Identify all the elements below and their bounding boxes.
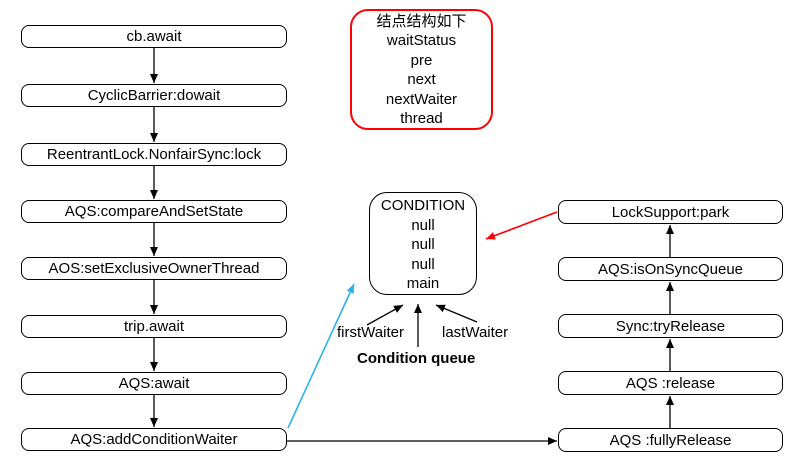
node-cb-await: cb.await <box>21 25 287 48</box>
node-aqs-release: AQS :release <box>558 371 783 395</box>
first-waiter-arrow <box>366 304 404 326</box>
node-sync-tryrelease: Sync:tryRelease <box>558 314 783 338</box>
node-structure-field: waitStatus <box>386 32 457 50</box>
condition-node-title: CONDITION <box>380 197 466 214</box>
last-waiter-label: lastWaiter <box>442 324 509 341</box>
condition-node-value: null <box>411 216 435 234</box>
first-waiter-label: firstWaiter <box>337 324 404 341</box>
node-aos-setexclusiveownerthread: AOS:setExclusiveOwnerThread <box>21 257 287 280</box>
condition-node-value: null <box>411 255 435 273</box>
condition-node: CONDITION null null null main <box>369 192 477 295</box>
node-aqs-fullyrelease: AQS :fullyRelease <box>558 428 783 452</box>
node-aqs-isonsyncqueue: AQS:isOnSyncQueue <box>558 257 783 281</box>
node-locksupport-park: LockSupport:park <box>558 200 783 224</box>
node-structure-title: 结点结构如下 <box>376 13 467 30</box>
node-aqs-compareandsetstate: AQS:compareAndSetState <box>21 200 287 223</box>
condition-queue-label: Condition queue <box>357 350 476 367</box>
last-waiter-arrow <box>435 304 478 323</box>
node-cyclicbarrier-dowait: CyclicBarrier:dowait <box>21 84 287 107</box>
condition-node-value: main <box>406 275 440 292</box>
node-reentrantlock-nonfairsync-lock: ReentrantLock.NonfairSync:lock <box>21 143 287 166</box>
node-aqs-addconditionwaiter: AQS:addConditionWaiter <box>21 428 287 451</box>
add-waiter-arrow <box>287 283 355 429</box>
node-trip-await: trip.await <box>21 315 287 338</box>
node-structure-field: next <box>407 71 436 89</box>
condition-node-value: null <box>411 236 435 253</box>
node-structure-field: nextWaiter <box>385 90 458 108</box>
node-structure-field: thread <box>400 110 443 128</box>
node-structure-callout: 结点结构如下 waitStatus pre next nextWaiter th… <box>350 9 493 130</box>
node-structure-field: pre <box>410 51 433 69</box>
node-aqs-await: AQS:await <box>21 372 287 395</box>
park-return-arrow <box>485 211 558 240</box>
